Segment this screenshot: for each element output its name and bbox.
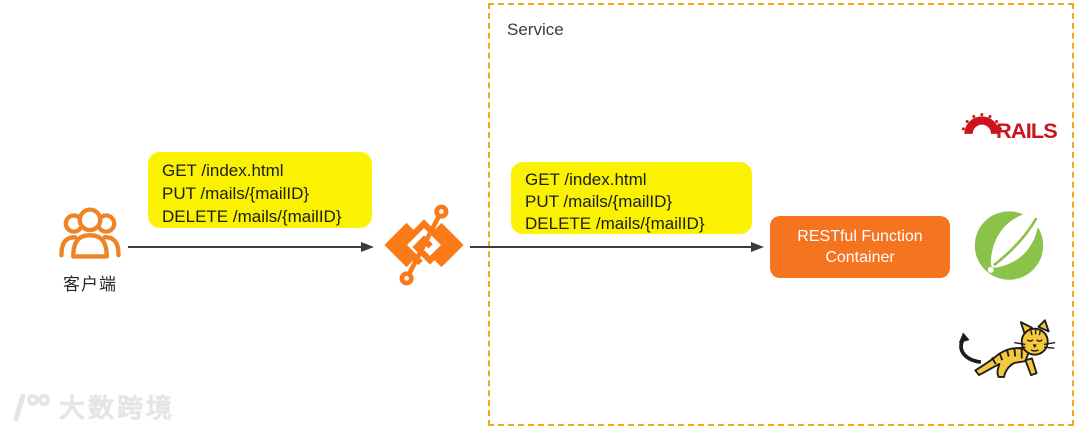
- rails-logo: RAILS: [961, 96, 1058, 150]
- spring-logo: [971, 206, 1047, 287]
- service-boundary: Service: [488, 3, 1074, 426]
- request-note-client: GET /index.html PUT /mails/{mailID} DELE…: [148, 152, 372, 228]
- client-node: 客户端: [46, 200, 134, 295]
- watermark-text: 大数跨境: [59, 393, 176, 423]
- api-gateway-icon: [384, 204, 464, 286]
- request-line: GET /index.html: [525, 170, 647, 189]
- client-label: 客户端: [63, 275, 117, 294]
- api-gateway-node: [377, 198, 471, 292]
- rails-wordmark: RAILS: [996, 118, 1057, 143]
- spring-icon: [974, 210, 1044, 280]
- request-line: DELETE /mails/{mailID}: [162, 207, 342, 226]
- watermark: 大数跨境: [8, 388, 175, 425]
- request-line: PUT /mails/{mailID}: [525, 192, 673, 211]
- rails-icon: RAILS: [961, 113, 1058, 143]
- watermark-logo-icon: [13, 393, 50, 421]
- request-note-service: GET /index.html PUT /mails/{mailID} DELE…: [511, 162, 752, 234]
- users-group-icon: [59, 207, 121, 259]
- request-line: DELETE /mails/{mailID}: [525, 214, 705, 233]
- tomcat-logo: [953, 319, 1057, 386]
- request-line: GET /index.html: [162, 161, 284, 180]
- tomcat-icon: [959, 319, 1056, 378]
- restful-container-label: RESTful Function Container: [797, 228, 923, 266]
- service-label: Service: [507, 20, 564, 39]
- restful-function-container: RESTful Function Container: [770, 216, 950, 278]
- request-line: PUT /mails/{mailID}: [162, 184, 310, 203]
